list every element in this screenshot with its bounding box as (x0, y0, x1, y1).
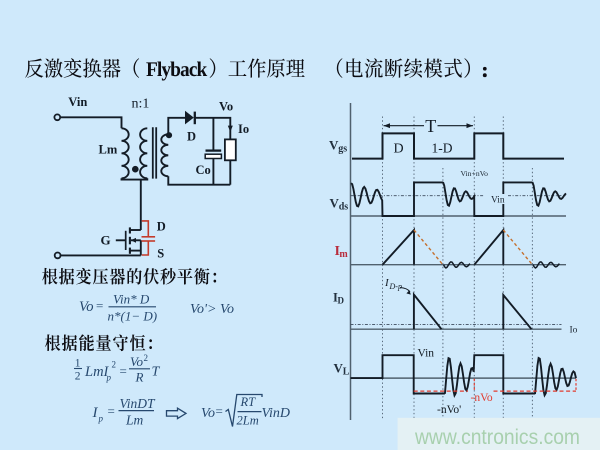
svg-text:L: L (343, 367, 350, 378)
svg-text:Vo: Vo (79, 299, 94, 315)
svg-text:D-p: D-p (389, 282, 402, 291)
svg-text:Lm: Lm (125, 413, 144, 428)
svg-text:1: 1 (75, 358, 81, 370)
svg-text:-nVo: -nVo (471, 392, 493, 404)
svg-text:Vin+nVo: Vin+nVo (461, 169, 489, 178)
svg-text:Vo: Vo (201, 406, 215, 421)
svg-text:=: = (216, 404, 223, 419)
svg-text:2: 2 (144, 353, 149, 363)
svg-text:V: V (330, 195, 340, 210)
svg-text:V: V (334, 361, 344, 376)
svg-text:p: p (106, 373, 112, 383)
svg-text:2: 2 (75, 371, 81, 383)
svg-text:Vin: Vin (68, 95, 87, 109)
svg-text:ds: ds (339, 201, 349, 212)
svg-text:Co: Co (196, 163, 211, 177)
svg-text:Vin: Vin (491, 196, 505, 206)
svg-text:T: T (425, 116, 436, 136)
svg-text:www.cntronics.com: www.cntronics.com (414, 425, 580, 449)
svg-text:n*(1− D): n*(1− D) (108, 309, 158, 324)
svg-text:RT: RT (240, 395, 257, 409)
svg-text:I: I (384, 277, 390, 289)
svg-text:LmI: LmI (84, 364, 110, 380)
svg-text:Lm: Lm (99, 143, 118, 157)
svg-text:=: = (120, 364, 127, 379)
svg-text:I: I (333, 290, 338, 304)
svg-text:V: V (329, 138, 339, 153)
svg-text:m: m (339, 249, 348, 260)
svg-text:1-D: 1-D (432, 141, 453, 156)
svg-text:D: D (187, 130, 196, 144)
svg-text:Vin: Vin (418, 348, 435, 360)
svg-text:I: I (335, 244, 340, 259)
svg-text:VinDT: VinDT (120, 396, 156, 411)
svg-text:Vo: Vo (130, 354, 144, 369)
svg-text:G: G (101, 233, 111, 248)
svg-text:n:1: n:1 (132, 97, 150, 112)
svg-text:D: D (394, 142, 404, 157)
svg-text:D: D (157, 219, 166, 233)
svg-text:gs: gs (338, 144, 347, 155)
svg-text:R: R (135, 370, 144, 385)
svg-text:=: = (108, 404, 115, 419)
svg-text:D: D (338, 295, 345, 305)
svg-text:Vin* D: Vin* D (113, 292, 150, 307)
svg-text:Io: Io (238, 122, 249, 136)
svg-text:Io: Io (570, 326, 578, 336)
svg-text:-nVo': -nVo' (437, 404, 461, 416)
svg-text:T: T (152, 365, 161, 380)
svg-text:=: = (96, 298, 103, 313)
svg-text:VinD: VinD (262, 406, 291, 421)
svg-text:I: I (92, 405, 99, 421)
svg-text:2Lm: 2Lm (237, 414, 259, 428)
svg-text:Vo: Vo (219, 100, 233, 114)
svg-text:p: p (98, 414, 104, 424)
svg-text:Vo'> Vo: Vo'> Vo (190, 302, 234, 317)
svg-text:2: 2 (112, 360, 117, 370)
svg-text:S: S (157, 247, 164, 261)
